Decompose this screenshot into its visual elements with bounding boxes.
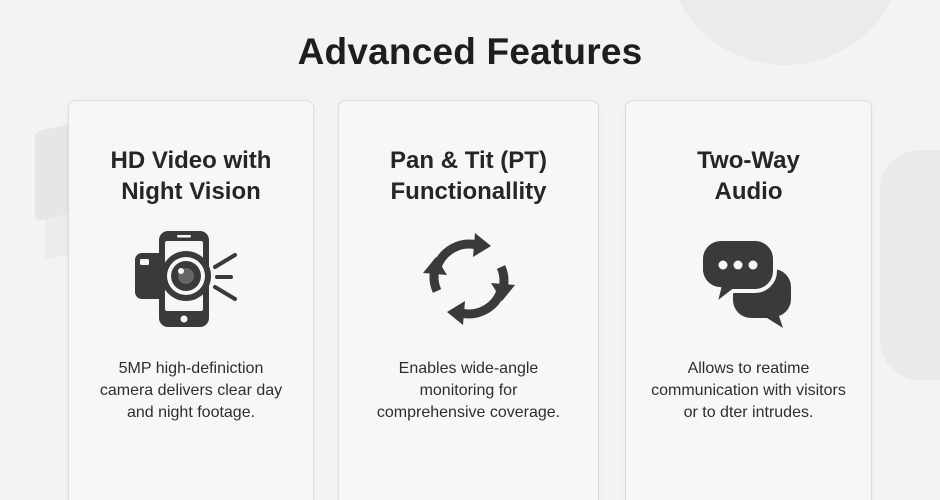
rotate-arrows-icon <box>419 229 519 334</box>
feature-card-title: Two-Way Audio <box>697 147 800 205</box>
feature-card-two-way-audio: Two-Way Audio Allows to reatime communic… <box>625 100 872 500</box>
phone-camera-icon <box>131 229 251 334</box>
feature-card-pan-tilt: Pan & Tit (PT) Functionallity Enables wi… <box>338 100 599 500</box>
feature-card-title: HD Video with Night Vision <box>110 147 272 205</box>
feature-card-description: 5MP high-definiction camera delivers cle… <box>99 360 283 421</box>
feature-card-description: Enables wide-angle monitoring for compre… <box>376 360 561 421</box>
page-title: Advanced Features <box>297 31 643 72</box>
feature-card-hd-video: HD Video with Night Vision 5MP high-defi… <box>68 100 314 500</box>
feature-card-description: Allows to reatime communication with vis… <box>651 360 846 421</box>
background-shape-right <box>880 150 940 380</box>
feature-card-title: Pan & Tit (PT) Functionallity <box>390 147 547 205</box>
chat-bubbles-icon <box>698 229 799 334</box>
